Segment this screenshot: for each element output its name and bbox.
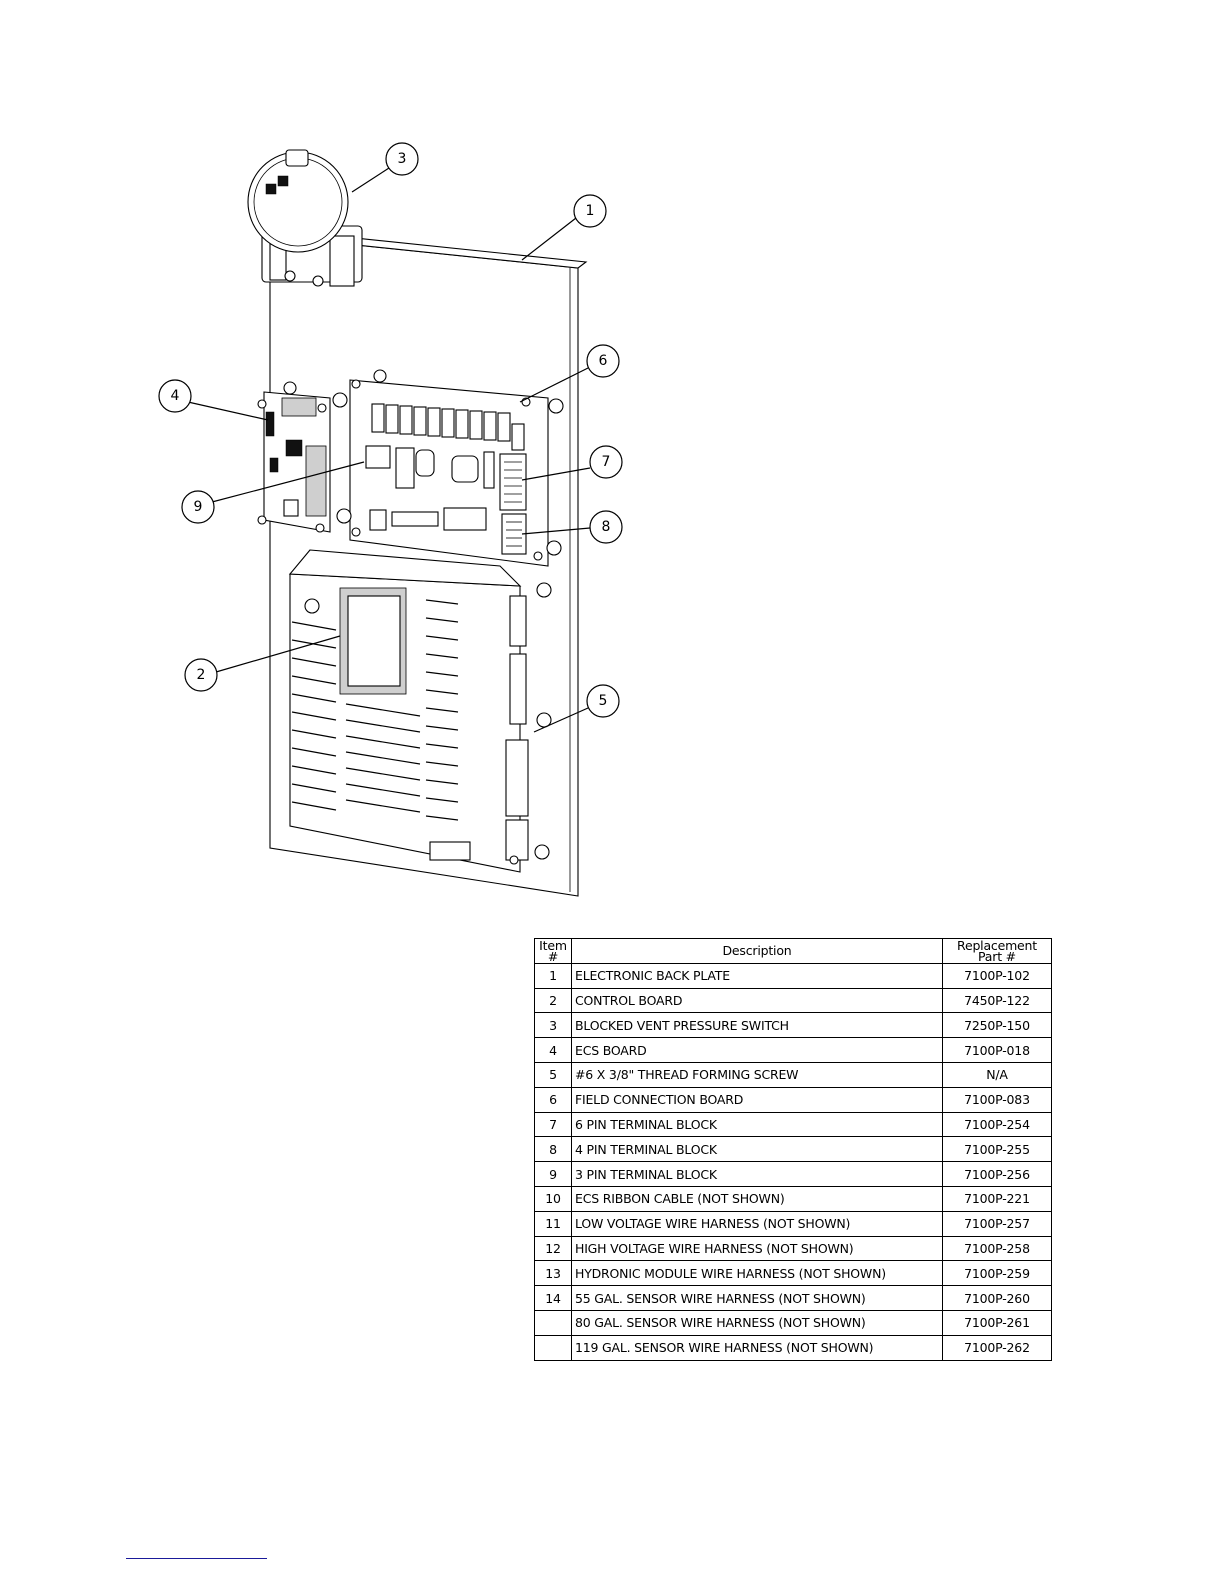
cell-description: 3 PIN TERMINAL BLOCK: [571, 1161, 943, 1187]
table-row: 119 GAL. SENSOR WIRE HARNESS (NOT SHOWN)…: [534, 1334, 1052, 1361]
cell-description: 4 PIN TERMINAL BLOCK: [571, 1136, 943, 1163]
header-item: Item #: [534, 938, 572, 964]
cell-description: #6 X 3/8" THREAD FORMING SCREW: [571, 1061, 943, 1088]
cell-item: 6: [534, 1086, 572, 1113]
callout-7-label: 7: [602, 454, 611, 470]
cell-item: [534, 1309, 572, 1336]
cell-part: 7450P-122: [942, 987, 1052, 1014]
vent-slots-right: [425, 599, 459, 821]
cell-description: 80 GAL. SENSOR WIRE HARNESS (NOT SHOWN): [571, 1309, 943, 1336]
cell-item: 3: [534, 1012, 572, 1039]
callout-3-label: 3: [398, 151, 407, 167]
field-connection-board-part: [336, 369, 564, 567]
cell-part: 7250P-150: [942, 1012, 1052, 1039]
cell-description: LOW VOLTAGE WIRE HARNESS (NOT SHOWN): [571, 1210, 943, 1237]
cell-description: HIGH VOLTAGE WIRE HARNESS (NOT SHOWN): [571, 1235, 943, 1262]
relay-bank: [371, 403, 525, 451]
callout-2-label: 2: [197, 667, 206, 683]
callout-8-label: 8: [602, 519, 611, 535]
table-row: 80 GAL. SENSOR WIRE HARNESS (NOT SHOWN)7…: [534, 1309, 1052, 1336]
header-description: Description: [571, 938, 943, 964]
cell-part: 7100P-083: [942, 1086, 1052, 1113]
cell-part: 7100P-221: [942, 1185, 1052, 1212]
cell-part: 7100P-018: [942, 1037, 1052, 1063]
connector-strip: [505, 595, 529, 861]
cell-item: 10: [534, 1185, 572, 1212]
leader-lines: [187, 167, 591, 733]
cell-part: 7100P-257: [942, 1210, 1052, 1237]
cell-item: 4: [534, 1037, 572, 1063]
cell-part: 7100P-255: [942, 1136, 1052, 1163]
callout-6: 6: [586, 344, 620, 378]
cell-item: 5: [534, 1061, 572, 1088]
cell-item: 1: [534, 962, 572, 989]
cell-description: ECS BOARD: [571, 1037, 943, 1063]
callout-2: 2: [184, 658, 218, 692]
cell-item: [534, 1334, 572, 1361]
cell-part: 7100P-258: [942, 1235, 1052, 1262]
cell-description: BLOCKED VENT PRESSURE SWITCH: [571, 1012, 943, 1039]
cell-item: 8: [534, 1136, 572, 1163]
control-board-part: [288, 549, 552, 873]
cell-item: 11: [534, 1210, 572, 1237]
cell-part: 7100P-102: [942, 962, 1052, 989]
ecs-board-part: [257, 381, 348, 533]
callout-8: 8: [589, 510, 623, 544]
cell-item: 12: [534, 1235, 572, 1262]
callout-4-label: 4: [171, 388, 180, 404]
header-part: Replacement Part #: [942, 938, 1052, 964]
exploded-assembly-drawing: 3 1 4 6 7 9 8 2 5: [158, 142, 623, 897]
callout-1-label: 1: [586, 203, 595, 219]
callout-5: 5: [586, 684, 620, 718]
cell-part: 7100P-254: [942, 1111, 1052, 1138]
callout-9-label: 9: [194, 499, 203, 515]
parts-table-header: Item # Description Replacement Part #: [534, 938, 1052, 964]
cell-description: HYDRONIC MODULE WIRE HARNESS (NOT SHOWN): [571, 1260, 943, 1287]
vent-slots-center: [345, 703, 421, 813]
callout-3: 3: [385, 142, 419, 176]
footer-rule: [126, 1558, 267, 1559]
cell-part: N/A: [942, 1061, 1052, 1088]
cell-item: 9: [534, 1161, 572, 1187]
callout-7: 7: [589, 445, 623, 479]
callout-4: 4: [158, 379, 192, 413]
cell-item: 2: [534, 987, 572, 1014]
cell-description: 55 GAL. SENSOR WIRE HARNESS (NOT SHOWN): [571, 1285, 943, 1311]
cell-description: 6 PIN TERMINAL BLOCK: [571, 1111, 943, 1138]
cell-part: 7100P-256: [942, 1161, 1052, 1187]
callout-5-label: 5: [599, 693, 608, 709]
cell-description: ECS RIBBON CABLE (NOT SHOWN): [571, 1185, 943, 1212]
six-pin-terminal-block-part: [499, 453, 527, 511]
cell-description: ELECTRONIC BACK PLATE: [571, 962, 943, 989]
cell-item: 14: [534, 1285, 572, 1311]
cell-item: 13: [534, 1260, 572, 1287]
cell-part: 7100P-260: [942, 1285, 1052, 1311]
cell-item: 7: [534, 1111, 572, 1138]
callout-9: 9: [181, 490, 215, 524]
cell-description: FIELD CONNECTION BOARD: [571, 1086, 943, 1113]
pressure-switch-part: [247, 149, 363, 287]
callout-6-label: 6: [599, 353, 608, 369]
cell-part: 7100P-261: [942, 1309, 1052, 1336]
cell-description: 119 GAL. SENSOR WIRE HARNESS (NOT SHOWN): [571, 1334, 943, 1361]
cell-description: CONTROL BOARD: [571, 987, 943, 1014]
cell-part: 7100P-262: [942, 1334, 1052, 1361]
callout-1: 1: [573, 194, 607, 228]
cell-part: 7100P-259: [942, 1260, 1052, 1287]
